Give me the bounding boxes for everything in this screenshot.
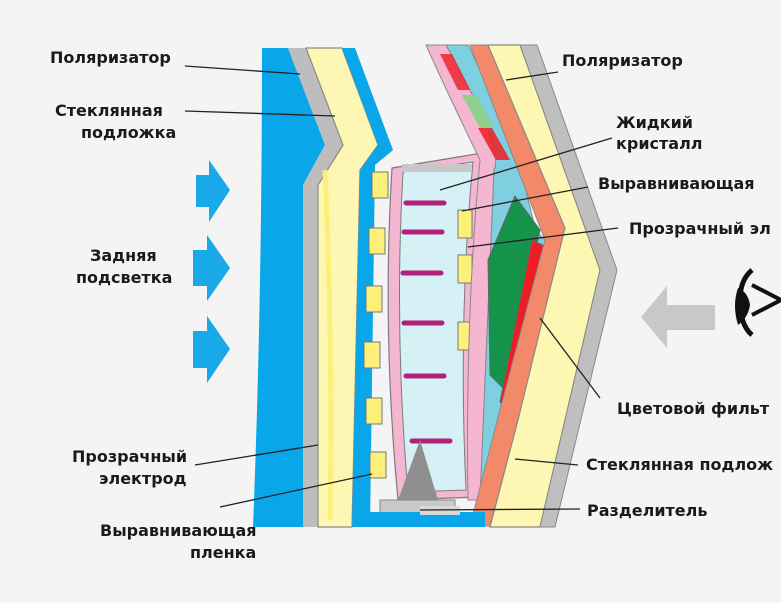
label-rear-polarizer: Поляризатор <box>50 48 171 67</box>
leader-lines <box>184 65 619 511</box>
back-layers <box>253 47 393 528</box>
backlight-panel <box>253 48 325 527</box>
backlight-arrow-icon <box>193 316 230 383</box>
eye-icon <box>735 268 781 337</box>
backlight-arrow-icon <box>196 160 230 222</box>
green-filter <box>487 194 541 392</box>
viewer <box>641 268 781 348</box>
backlight-arrow-icon <box>193 235 230 301</box>
label-left-align-line2: пленка <box>190 543 256 562</box>
labels: Поляризатор Стеклянная подложка Задняя п… <box>50 48 773 562</box>
label-right-electrode: Прозрачный эл <box>629 219 771 238</box>
backlight-arrows <box>193 160 230 383</box>
label-backlight-line2: подсветка <box>76 268 172 287</box>
rear-glass-stripe <box>322 169 334 521</box>
label-lc-line1: Жидкий <box>616 113 693 132</box>
rear-polarizer <box>288 48 343 527</box>
label-rear-glass-line1: Стеклянная <box>55 101 163 120</box>
spacer-shape <box>398 440 438 500</box>
left-electrodes <box>363 171 389 479</box>
label-backlight-line1: Задняя <box>90 246 157 265</box>
front-polarizer <box>519 44 618 528</box>
label-lc-line2: кристалл <box>616 134 703 153</box>
label-rear-glass-line2: подложка <box>81 123 176 142</box>
label-spacer: Разделитель <box>587 501 707 520</box>
liquid-crystal-cell <box>379 151 489 516</box>
label-front-glass: Стеклянная подлож <box>586 455 773 474</box>
lc-inner <box>398 161 474 493</box>
front-layers <box>360 44 618 528</box>
label-front-polarizer: Поляризатор <box>562 51 683 70</box>
label-color-filter: Цветовой фильт <box>617 399 770 418</box>
label-left-electrode-line2: электрод <box>99 469 187 488</box>
label-right-align: Выравнивающая <box>598 174 755 193</box>
label-left-electrode-line1: Прозрачный <box>72 447 187 466</box>
viewer-arrow-icon <box>641 286 715 348</box>
label-left-align-line1: Выравнивающая <box>100 521 257 540</box>
